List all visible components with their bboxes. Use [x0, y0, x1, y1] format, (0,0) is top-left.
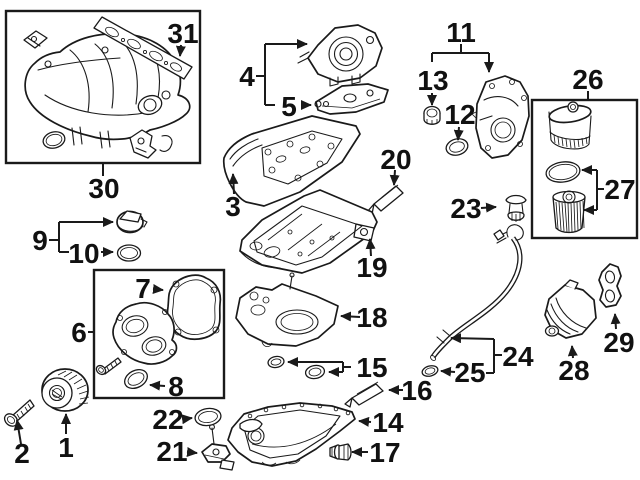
callout-8: 8 — [168, 371, 184, 402]
part-filter-element — [552, 190, 586, 234]
callout-27: 27 — [604, 174, 635, 205]
callout-5: 5 — [281, 91, 297, 122]
part-oil-separator — [297, 24, 383, 87]
callout-24: 24 — [502, 341, 534, 372]
part-cover-seal — [124, 368, 148, 390]
part-manifold-gasket-31 — [93, 16, 193, 80]
callout-26: 26 — [572, 64, 603, 95]
callout-16: 16 — [401, 375, 432, 406]
part-upper-oil-pan — [239, 189, 378, 274]
callout-9: 9 — [32, 225, 48, 256]
part-valve-cover — [223, 115, 361, 207]
part-oring-pair — [267, 355, 326, 380]
part-windage-baffle — [235, 272, 339, 348]
part-oil-cooler — [544, 279, 597, 339]
callout-6: 6 — [71, 317, 87, 348]
callout-17: 17 — [369, 437, 400, 468]
part-sealant-tube-lower — [344, 381, 384, 408]
callout-14: 14 — [372, 407, 404, 438]
part-manifold-sensor — [23, 30, 48, 49]
part-manifold-oring — [42, 131, 66, 149]
part-dipstick-funnel — [505, 194, 527, 222]
part-timing-cover-front — [112, 301, 178, 365]
part-cover-bolt — [95, 357, 122, 376]
callout-18: 18 — [356, 302, 387, 333]
part-intake-manifold — [24, 32, 191, 149]
part-crank-pulley — [41, 368, 90, 412]
callout-23: 23 — [450, 193, 481, 224]
part-sealing-cap — [423, 105, 441, 125]
part-sealant-tube-upper — [366, 184, 404, 215]
callout-21: 21 — [156, 436, 187, 467]
part-filler-cap-seal — [116, 244, 142, 262]
part-sensor-oring — [194, 407, 222, 427]
callout-22: 22 — [152, 404, 183, 435]
group-box-oil-filter — [530, 98, 639, 240]
part-oil-filter-cap — [548, 101, 592, 150]
part-filler-cap — [116, 210, 148, 234]
callout-19: 19 — [356, 252, 387, 283]
callout-29: 29 — [603, 327, 634, 358]
callout-10: 10 — [68, 238, 99, 269]
part-timing-cover-gasket — [166, 274, 222, 341]
part-separator-baffle — [314, 83, 389, 115]
part-oil-level-sensor — [201, 424, 235, 471]
callout-25: 25 — [454, 357, 485, 388]
callout-31: 31 — [167, 18, 198, 49]
part-manifold-hook — [159, 135, 173, 152]
callout-4: 4 — [239, 61, 255, 92]
callout-7: 7 — [135, 273, 151, 304]
part-cooler-gasket — [598, 263, 622, 308]
callout-3: 3 — [225, 191, 241, 222]
part-filter-oring — [545, 161, 581, 183]
part-crankshaft-seal — [445, 138, 469, 156]
callout-2: 2 — [14, 438, 30, 469]
callout-28: 28 — [558, 355, 589, 386]
part-dipstick-oring — [421, 365, 439, 377]
callout-30: 30 — [88, 173, 119, 204]
group-box-timing-cover — [92, 268, 226, 400]
part-timing-cover-upper — [471, 75, 530, 159]
callout-15: 15 — [356, 352, 387, 383]
callout-1: 1 — [58, 432, 74, 463]
callout-13: 13 — [417, 65, 448, 96]
part-manifold-bracket — [129, 129, 157, 159]
leader-lines — [13, 39, 621, 457]
part-drain-plug — [329, 443, 352, 461]
callout-11: 11 — [446, 17, 476, 48]
part-lower-oil-pan — [227, 402, 356, 467]
callout-12: 12 — [444, 99, 475, 130]
part-dipstick-tube — [430, 224, 524, 361]
callout-20: 20 — [380, 144, 411, 175]
